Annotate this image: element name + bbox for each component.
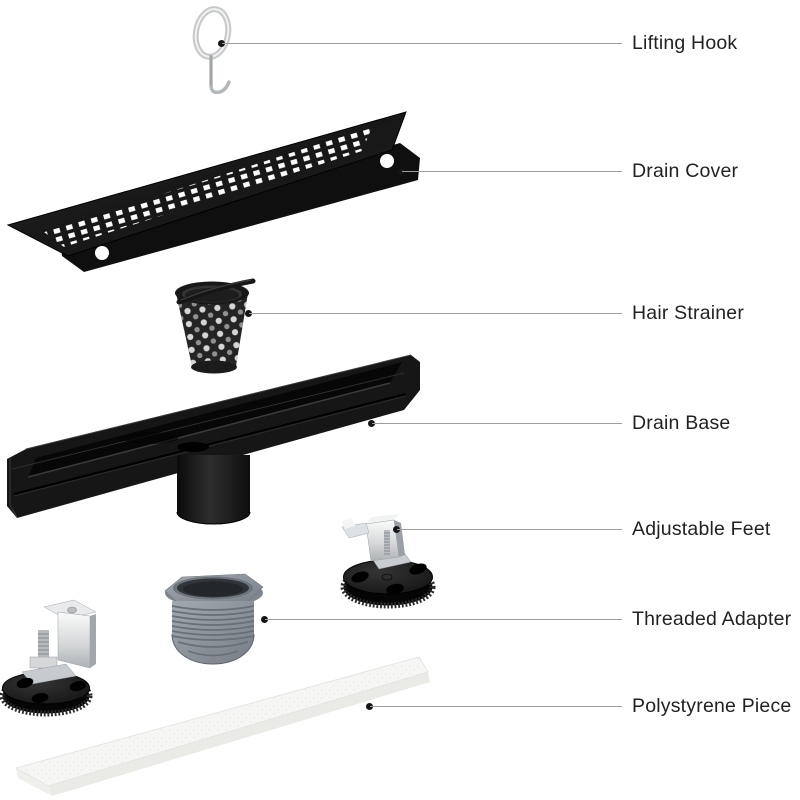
drain-cover-illustration <box>6 111 420 272</box>
leader-drain-base <box>368 419 622 427</box>
leader-dot <box>366 702 373 710</box>
hair-strainer-illustration <box>175 278 256 374</box>
label-hair-strainer: Hair Strainer <box>632 302 745 324</box>
leader-adjustable-feet <box>393 525 622 533</box>
leader-line <box>397 528 622 530</box>
drain-base-illustration <box>7 354 420 525</box>
leader-line <box>370 705 622 707</box>
label-polystyrene-piece: Polystyrene Piece <box>632 695 792 717</box>
leader-drain-cover <box>398 167 622 175</box>
leader-dot <box>218 39 225 47</box>
label-drain-base: Drain Base <box>632 412 731 434</box>
leader-line <box>402 170 622 172</box>
label-adjustable-feet: Adjustable Feet <box>632 518 771 540</box>
leader-line <box>372 422 622 424</box>
leader-dot <box>261 615 268 623</box>
label-lifting-hook: Lifting Hook <box>632 32 738 54</box>
drain-cover-hole-right <box>380 154 394 168</box>
leader-line <box>265 618 622 620</box>
lifting-hook-illustration <box>192 6 232 95</box>
leader-hair-strainer <box>245 309 622 317</box>
drain-base-outlet-hole <box>177 442 209 452</box>
leader-dot <box>245 309 252 317</box>
leader-dot <box>368 419 375 427</box>
leader-polystyrene-piece <box>366 702 622 710</box>
label-drain-cover: Drain Cover <box>632 160 739 182</box>
leader-lifting-hook <box>218 39 622 47</box>
threaded-adapter-illustration <box>164 573 264 665</box>
label-threaded-adapter: Threaded Adapter <box>632 608 792 630</box>
polystyrene-piece-illustration <box>14 656 430 796</box>
leader-threaded-adapter <box>261 615 622 623</box>
leader-line <box>222 42 622 44</box>
leader-line <box>249 312 622 314</box>
leader-dot <box>398 167 405 175</box>
drain-cover-grate <box>44 127 372 247</box>
drain-cover-hole-left <box>95 246 109 260</box>
strainer-handle <box>176 278 256 305</box>
adjustable-foot-right-illustration <box>340 514 436 609</box>
leader-dot <box>393 525 400 533</box>
adjustable-foot-left-illustration <box>0 599 97 717</box>
